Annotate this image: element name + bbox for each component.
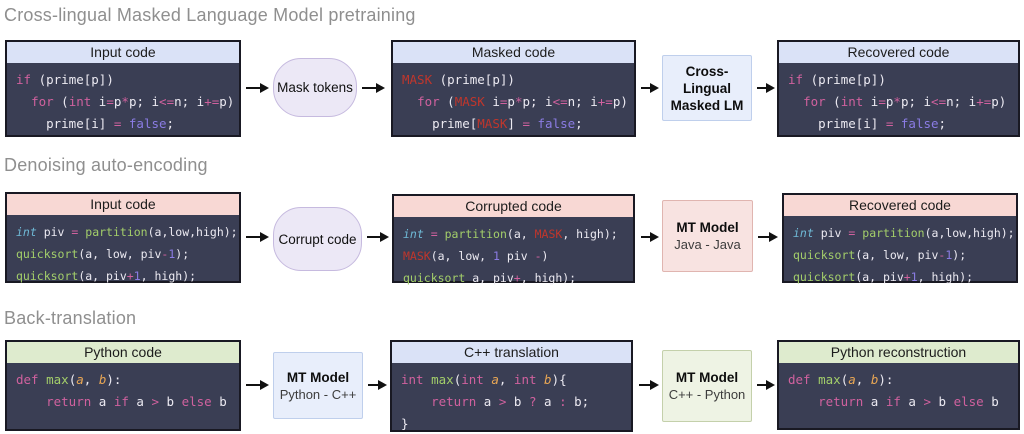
mt-model-python-cpp-box: MT Model Python - C++ (273, 352, 363, 419)
arrow-right-icon (758, 232, 778, 242)
arrow-right-icon (641, 232, 659, 242)
xlm-masked-code-header: Masked code (393, 42, 634, 63)
model-name: MT Model (676, 220, 739, 235)
section-title-denoising: Denoising auto-encoding (4, 155, 208, 175)
mt-model-cpp-python-box: MT Model C++ - Python (662, 350, 752, 422)
dae-corrupted-code-header: Corrupted code (394, 196, 633, 217)
model-name-line2: Masked LM (670, 97, 744, 113)
arrow-right-icon (641, 83, 659, 93)
arrow-right-icon (757, 83, 775, 93)
model-name-line1: Cross-Lingual (683, 63, 731, 96)
arrow-right-icon (246, 83, 269, 93)
dae-recovered-code-snippet: int piv = partition(a,low,high);quicksor… (793, 226, 1015, 284)
bt-python-reconstruction-header: Python reconstruction (779, 342, 1018, 363)
arrow-right-icon (757, 380, 775, 390)
dae-input-code-header: Input code (7, 194, 239, 215)
bt-cpp-translation-header: C++ translation (392, 342, 631, 363)
section-title-backtranslation: Back-translation (4, 308, 137, 328)
dae-input-code-box: Input code int piv = partition(a,low,hig… (5, 192, 241, 283)
model-langs: Java - Java (674, 237, 741, 252)
bt-python-code-header: Python code (7, 342, 239, 363)
arrow-right-icon (246, 232, 269, 242)
arrow-right-icon (368, 380, 387, 390)
xlm-masked-code-snippet: MASK (prime[p]) for (MASK i=p*p; i<=n; i… (402, 72, 628, 131)
bt-python-reconstruction-snippet: def max(a, b): return a if a > b else b (788, 372, 999, 409)
dae-recovered-code-box: Recovered code int piv = partition(a,low… (782, 193, 1018, 284)
dae-recovered-code-header: Recovered code (784, 195, 1016, 216)
arrow-right-icon (362, 83, 385, 93)
bt-python-reconstruction-box: Python reconstruction def max(a, b): ret… (777, 340, 1020, 430)
model-name: MT Model (675, 370, 739, 385)
dae-corrupted-code-snippet: int = partition(a, MASK, high);MASK(a, l… (403, 227, 618, 285)
model-langs: C++ - Python (668, 387, 746, 402)
bt-cpp-translation-snippet: int max(int a, int b){ return a > b ? a … (401, 372, 590, 431)
xlm-input-code-box: Input code if (prime[p]) for (int i=p*p;… (5, 40, 241, 137)
dae-input-code-snippet: int piv = partition(a,low,high);quicksor… (16, 225, 238, 283)
xlm-recovered-code-header: Recovered code (779, 42, 1018, 63)
arrow-right-icon (246, 380, 269, 390)
bt-python-code-box: Python code def max(a, b): return a if a… (5, 340, 241, 431)
cross-lingual-masked-lm-box: Cross-Lingual Masked LM (662, 55, 752, 121)
mask-tokens-operation: Mask tokens (273, 58, 357, 117)
arrow-right-icon (367, 232, 389, 242)
bt-python-code-snippet: def max(a, b): return a if a > b else b (16, 372, 227, 409)
model-name: MT Model (286, 369, 350, 385)
xlm-masked-code-box: Masked code MASK (prime[p]) for (MASK i=… (391, 40, 636, 137)
mt-model-java-java-box: MT Model Java - Java (662, 200, 753, 272)
section-title-xlm: Cross-lingual Masked Language Model pret… (4, 5, 416, 25)
model-langs: Python - C++ (279, 386, 357, 402)
arrow-right-icon (639, 380, 659, 390)
xlm-recovered-code-box: Recovered code if (prime[p]) for (int i=… (777, 40, 1020, 137)
bt-cpp-translation-box: C++ translation int max(int a, int b){ r… (390, 340, 633, 432)
corrupt-code-operation: Corrupt code (273, 207, 362, 271)
xlm-input-code-snippet: if (prime[p]) for (int i=p*p; i<=n; i+=p… (16, 72, 235, 131)
xlm-recovered-code-snippet: if (prime[p]) for (int i=p*p; i<=n; i+=p… (788, 72, 1007, 131)
dae-corrupted-code-box: Corrupted code int = partition(a, MASK, … (392, 194, 635, 285)
xlm-input-code-header: Input code (7, 42, 239, 63)
